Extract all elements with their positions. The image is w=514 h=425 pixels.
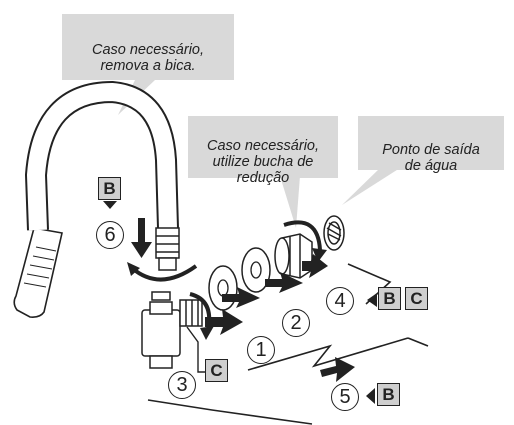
tool-label-b-step6: B (98, 177, 121, 200)
mixer-body (141, 291, 203, 369)
spout-connector (155, 227, 180, 271)
step5-number: 5 (331, 383, 359, 411)
step4-number: 4 (326, 287, 354, 315)
tool-label-b-step5: B (377, 383, 400, 406)
callout-reduction-bushing-text: Caso necessário, utilize bucha de reduçã… (206, 138, 320, 186)
step6-arrow (131, 218, 152, 258)
callout-reduction-bushing: Caso necessário, utilize bucha de reduçã… (188, 116, 338, 186)
step6-label-pointer (103, 201, 117, 209)
step4-label-arrow (367, 293, 377, 307)
water-outlet-fitting (323, 215, 345, 251)
threaded-nut (274, 233, 313, 279)
step2-number: 2 (282, 309, 310, 337)
tool-label-c-step4: C (405, 287, 428, 310)
tool-label-b-step4: B (378, 287, 401, 310)
rotation-arrow-spout (127, 262, 198, 282)
callout-remove-spout-text: Caso necessário, remova a bica. (91, 42, 205, 74)
callout-tail-outlet (342, 168, 400, 205)
step3-number: 3 (168, 371, 196, 399)
step3-leader (186, 326, 207, 373)
spray-head (13, 227, 63, 318)
assembly-arrows (205, 254, 328, 335)
step6-number: 6 (96, 221, 124, 249)
rotation-arrow-nut (283, 220, 327, 262)
tool-label-c-step3: C (205, 359, 228, 382)
washer-1 (208, 265, 238, 311)
callout-remove-spout: Caso necessário, remova a bica. (62, 14, 234, 80)
step5-label-pointer (366, 388, 375, 404)
callout-water-outlet: Ponto de saída de água (358, 116, 504, 174)
washer-2 (241, 247, 271, 293)
callout-tail-bushing (280, 176, 300, 228)
step5-arrow (320, 357, 355, 382)
spray-head-grip (23, 246, 57, 288)
step1-number: 1 (247, 336, 275, 364)
callout-water-outlet-text: Ponto de saída de água (382, 142, 480, 174)
